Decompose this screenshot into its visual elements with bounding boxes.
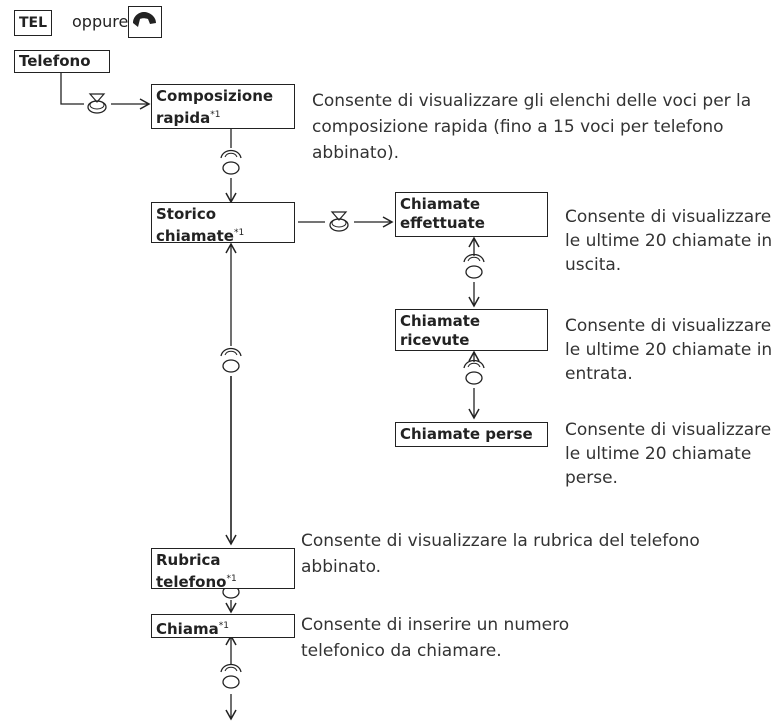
- desc-ricevute: Consente di visualizzare le ultime 20 ch…: [565, 316, 773, 384]
- node-label-line2: rapida: [156, 109, 211, 127]
- node-label-line2: effettuate: [400, 214, 485, 232]
- desc-effettuate: Consente di visualizzare le ultime 20 ch…: [565, 207, 773, 275]
- node-composizione-rapida: Composizione rapida*1: [151, 84, 295, 129]
- footnote-mark: *1: [210, 110, 221, 120]
- node-label-line1: Chiamate: [400, 312, 481, 330]
- footnote-mark: *1: [218, 621, 229, 631]
- node-chiamate-perse: Chiamate perse: [395, 422, 548, 447]
- desc-perse: Consente di visualizzare le ultime 20 ch…: [565, 420, 772, 488]
- node-chiamate-ricevute: Chiamate ricevute: [395, 309, 548, 351]
- rotate-knob-icon: [220, 663, 242, 689]
- footnote-mark: *1: [226, 574, 237, 584]
- or-text: oppure: [72, 12, 129, 31]
- node-storico-chiamate: Storico chiamate*1: [151, 202, 295, 245]
- node-label-line2: telefono: [156, 573, 227, 591]
- node-rubrica-telefono: Rubrica telefono*1: [151, 548, 295, 591]
- node-chiamate-effettuate: Chiamate effettuate: [395, 192, 548, 237]
- tel-button: TEL: [14, 10, 53, 36]
- rotate-knob-icon: [463, 359, 485, 385]
- press-knob-icon: [87, 93, 107, 114]
- rotate-knob-icon: [220, 347, 242, 373]
- rotate-knob-icon: [463, 253, 485, 279]
- press-knob-icon: [329, 211, 349, 232]
- footnote-mark: *1: [233, 228, 245, 238]
- node-label-line1: Chiama: [156, 620, 219, 638]
- node-label-line1: Composizione: [156, 87, 274, 105]
- node-label-line1: Rubrica: [156, 551, 221, 569]
- desc-rubrica: Consente di visualizzare la rubrica del …: [301, 531, 700, 577]
- rotate-knob-icon: [220, 149, 242, 175]
- node-label-line2: chiamate: [156, 227, 234, 245]
- desc-chiama: Consente di inserire un numero telefonic…: [301, 615, 570, 661]
- node-label-line2: ricevute: [400, 331, 470, 349]
- phone-handset-icon: [128, 6, 162, 38]
- desc-composizione: Consente di visualizzare gli elenchi del…: [312, 91, 752, 163]
- node-label-line1: Storico: [156, 205, 217, 223]
- connector-root: [60, 72, 84, 105]
- root-telefono: Telefono: [14, 50, 110, 73]
- node-label-line1: Chiamate: [400, 195, 481, 213]
- node-chiama: Chiama*1: [151, 614, 295, 638]
